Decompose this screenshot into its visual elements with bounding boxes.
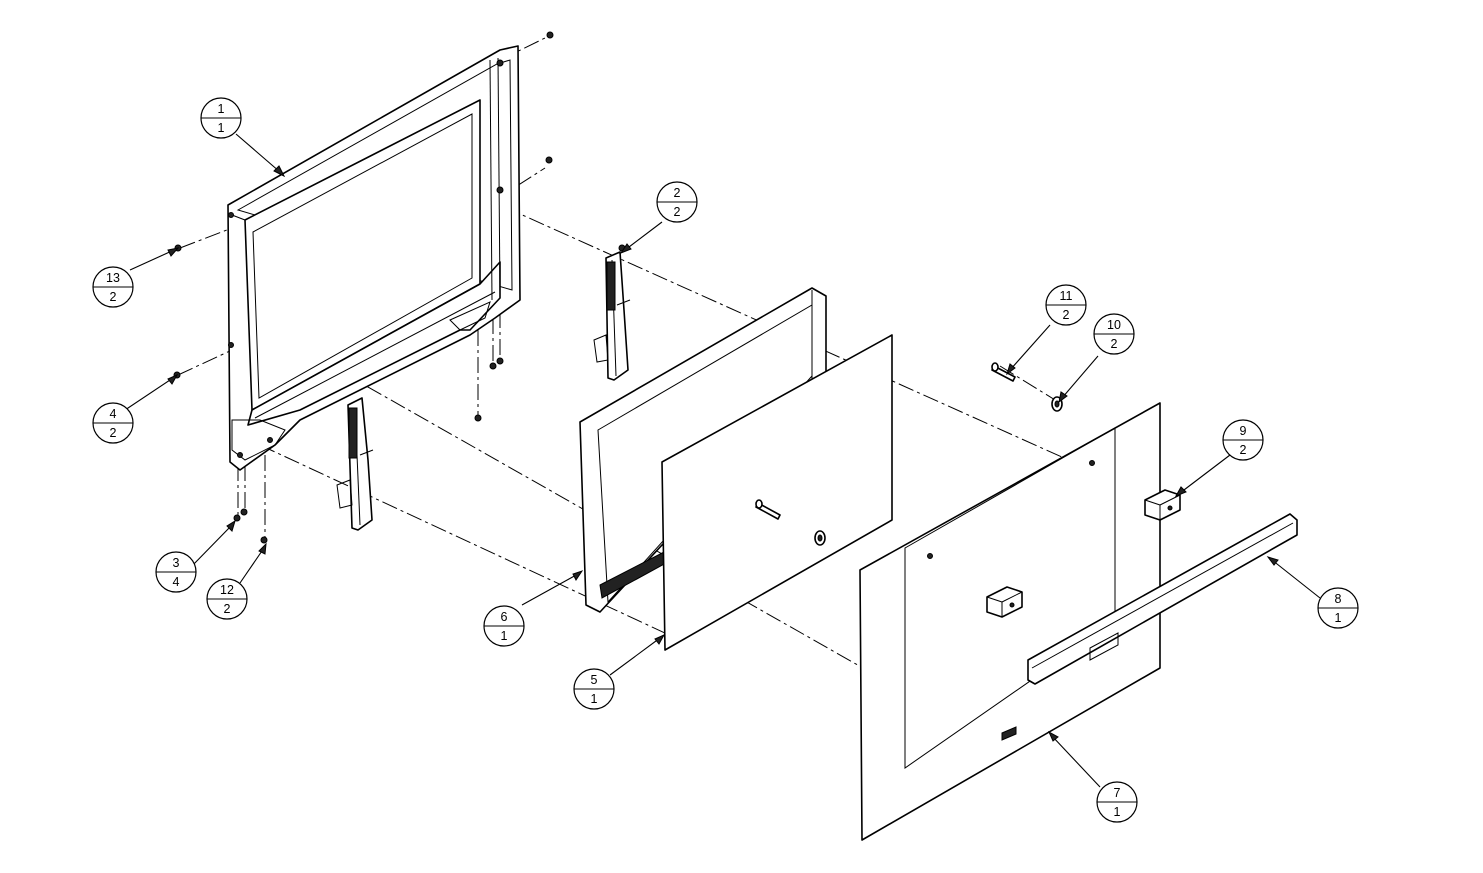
callout-1-qty: 1 [218, 121, 225, 135]
callout-4-part: 4 [110, 407, 117, 421]
callout-11-part: 11 [1060, 289, 1073, 303]
callout-7-part: 7 [1114, 786, 1121, 800]
callout-12-part: 12 [220, 583, 234, 597]
callout-7-qty: 1 [1114, 805, 1121, 819]
callout-1: 1 1 [200, 97, 242, 139]
callout-6-qty: 1 [501, 629, 508, 643]
callout-9-qty: 2 [1240, 443, 1247, 457]
leader-lines [124, 133, 1321, 788]
hinge-right [593, 251, 631, 381]
callout-2: 2 2 [656, 181, 698, 223]
callout-8-part: 8 [1335, 592, 1342, 606]
callout-12: 12 2 [206, 578, 248, 620]
inner-door-frame [227, 45, 521, 471]
callout-11-qty: 2 [1063, 308, 1070, 322]
callout-1-part: 1 [218, 102, 225, 116]
callout-2-qty: 2 [674, 205, 681, 219]
callout-9-part: 9 [1240, 424, 1247, 438]
hinge-left [336, 397, 374, 531]
handle-spacer-lower [986, 586, 1023, 618]
callout-8-qty: 1 [1335, 611, 1342, 625]
callout-10-part: 10 [1107, 318, 1121, 332]
screw-lower [755, 499, 781, 520]
callout-13-part: 13 [106, 271, 120, 285]
callout-4-qty: 2 [110, 426, 117, 440]
callout-10: 10 2 [1093, 313, 1135, 355]
callout-3-qty: 4 [173, 575, 180, 589]
callout-2-part: 2 [674, 186, 681, 200]
callout-5: 5 1 [573, 668, 615, 710]
door-handle [1027, 513, 1298, 685]
callout-12-qty: 2 [224, 602, 231, 616]
callout-3: 3 4 [155, 551, 197, 593]
callout-5-qty: 1 [591, 692, 598, 706]
callout-13-qty: 2 [110, 290, 117, 304]
handle-spacer-upper [1144, 489, 1181, 521]
callout-8: 8 1 [1317, 587, 1359, 629]
callout-7: 7 1 [1096, 781, 1138, 823]
callout-13: 13 2 [92, 266, 134, 308]
callout-11: 11 2 [1045, 284, 1087, 326]
callout-6: 6 1 [483, 605, 525, 647]
callout-3-part: 3 [173, 556, 180, 570]
callout-4: 4 2 [92, 402, 134, 444]
callout-5-part: 5 [591, 673, 598, 687]
washer-lower [814, 530, 826, 546]
callout-10-qty: 2 [1111, 337, 1118, 351]
inner-glass-panel [661, 334, 893, 651]
callout-6-part: 6 [501, 610, 508, 624]
callout-9: 9 2 [1222, 419, 1264, 461]
